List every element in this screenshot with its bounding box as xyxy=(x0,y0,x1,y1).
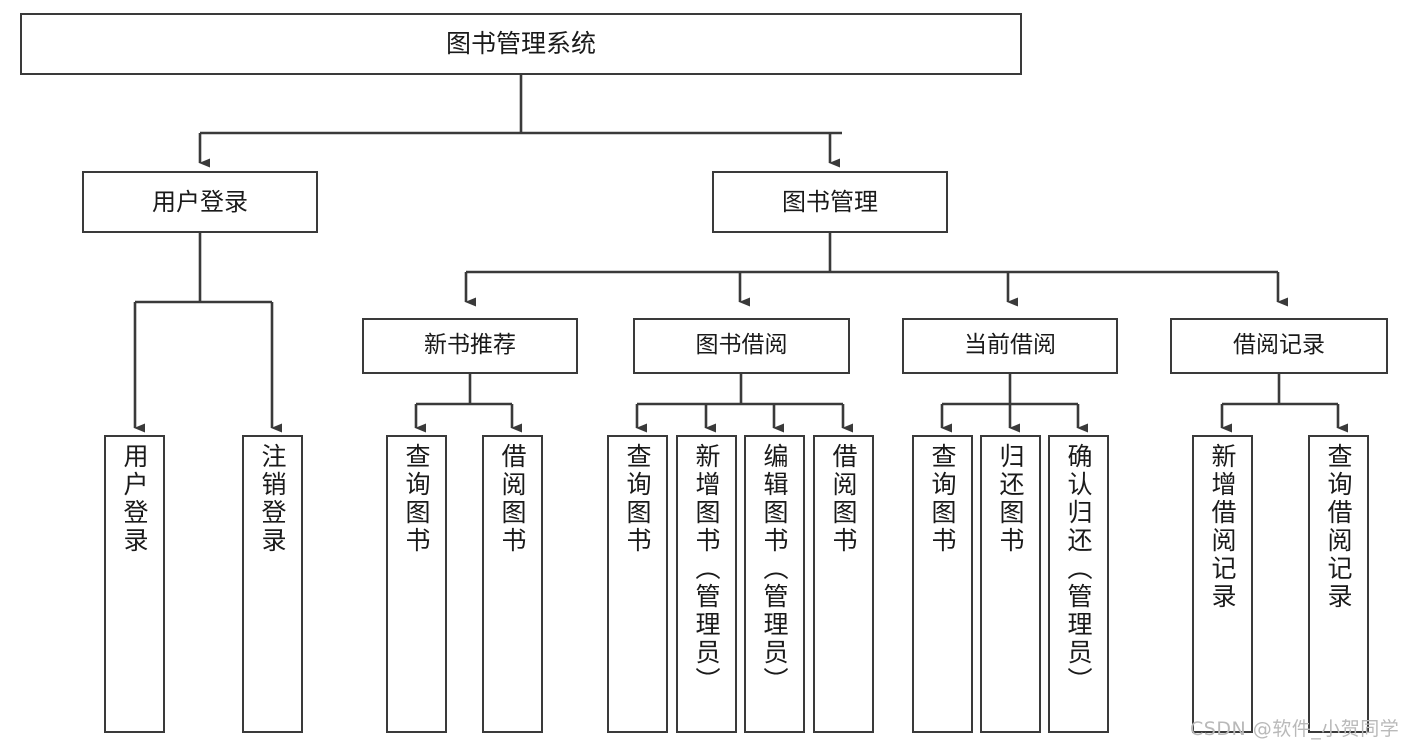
node-label: 借阅图书 xyxy=(829,443,858,555)
node-label: 图书管理 xyxy=(782,187,878,216)
node-label: 图书借阅 xyxy=(695,332,788,359)
node-current-borrow[interactable]: 当前借阅 xyxy=(902,318,1118,374)
node-label: 借阅记录 xyxy=(1233,332,1325,359)
leaf-query-book-borrow[interactable]: 查询图书 xyxy=(607,435,668,733)
node-label: 用户登录 xyxy=(152,187,248,216)
leaf-user-login[interactable]: 用户登录 xyxy=(104,435,165,733)
node-book-management[interactable]: 图书管理 xyxy=(712,171,948,233)
node-label: 新书推荐 xyxy=(424,332,516,359)
node-label: 查询图书 xyxy=(928,443,957,555)
node-label: 归还图书 xyxy=(996,443,1025,555)
node-label: 查询借阅记录 xyxy=(1324,443,1353,611)
node-label: 用户登录 xyxy=(120,443,149,555)
leaf-borrow-book-recommend[interactable]: 借阅图书 xyxy=(482,435,543,733)
node-borrow-record[interactable]: 借阅记录 xyxy=(1170,318,1388,374)
node-label: 编辑图书（管理员） xyxy=(760,443,789,695)
leaf-query-book-recommend[interactable]: 查询图书 xyxy=(386,435,447,733)
node-label: 当前借阅 xyxy=(964,332,1056,359)
leaf-add-borrow-record[interactable]: 新增借阅记录 xyxy=(1192,435,1253,733)
node-user-login[interactable]: 用户登录 xyxy=(82,171,318,233)
leaf-logout[interactable]: 注销登录 xyxy=(242,435,303,733)
leaf-add-book-admin[interactable]: 新增图书（管理员） xyxy=(676,435,737,733)
leaf-borrow-book[interactable]: 借阅图书 xyxy=(813,435,874,733)
node-label: 新增图书（管理员） xyxy=(692,443,721,695)
node-label: 确认归还（管理员） xyxy=(1064,443,1093,695)
node-label: 查询图书 xyxy=(623,443,652,555)
node-new-book-recommend[interactable]: 新书推荐 xyxy=(362,318,578,374)
leaf-confirm-return-admin[interactable]: 确认归还（管理员） xyxy=(1048,435,1109,733)
node-label: 新增借阅记录 xyxy=(1208,443,1237,611)
leaf-query-book-current[interactable]: 查询图书 xyxy=(912,435,973,733)
node-root-book-management-system[interactable]: 图书管理系统 xyxy=(20,13,1022,75)
leaf-query-borrow-record[interactable]: 查询借阅记录 xyxy=(1308,435,1369,733)
node-book-borrow[interactable]: 图书借阅 xyxy=(633,318,850,374)
leaf-return-book[interactable]: 归还图书 xyxy=(980,435,1041,733)
csdn-watermark: CSDN @软件_小贺同学 xyxy=(1190,718,1400,740)
leaf-edit-book-admin[interactable]: 编辑图书（管理员） xyxy=(744,435,805,733)
node-label: 借阅图书 xyxy=(498,443,527,555)
node-label: 注销登录 xyxy=(258,443,287,555)
node-label: 查询图书 xyxy=(402,443,431,555)
node-label: 图书管理系统 xyxy=(445,29,596,59)
